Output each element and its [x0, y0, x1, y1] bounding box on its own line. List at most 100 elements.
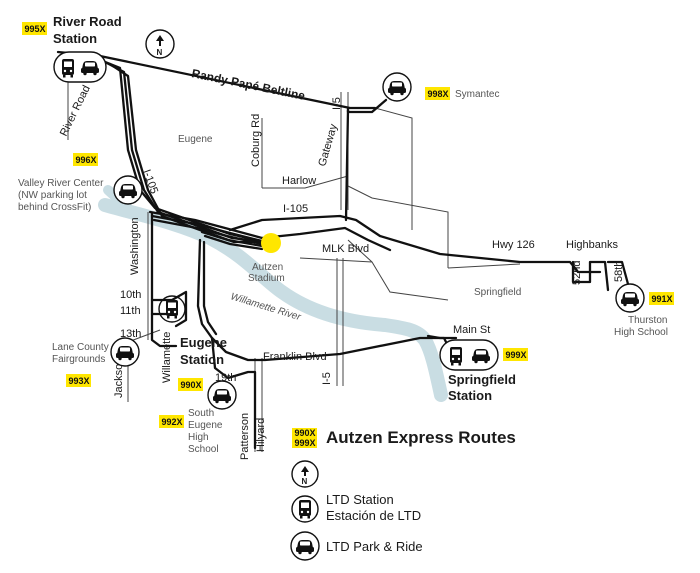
river-road-station-name-2: Station [53, 31, 97, 46]
label-hilyard: Hilyard [255, 418, 267, 452]
label-mlk: MLK Blvd [322, 243, 369, 255]
fairgrounds-label-2: Fairgrounds [52, 354, 105, 365]
street-highbanks-west [447, 263, 521, 269]
car-icon [114, 176, 142, 204]
car-icon [383, 73, 411, 101]
south-eugene-label-4: School [188, 444, 219, 455]
label-i105-west: I-105 [140, 168, 160, 196]
south-eugene-label-3: High [188, 432, 209, 443]
express-routes [56, 50, 630, 450]
legend-title: Autzen Express Routes [326, 428, 516, 447]
badge-991x [649, 292, 674, 305]
river-road-station-box [53, 51, 107, 83]
route-bundle-4 [200, 230, 264, 248]
legend-park-ride-icon [291, 532, 319, 560]
bus-icon [299, 500, 311, 519]
eugene-station-name-2: Station [180, 352, 224, 367]
symantec-label: Symantec [455, 89, 499, 100]
springfield-station-box [439, 339, 499, 371]
badge-992x [159, 415, 184, 428]
route-i5 [344, 108, 350, 222]
badge-999x-text: 999X [506, 350, 527, 360]
legend-station-label-1: LTD Station [326, 492, 394, 507]
route-mlk [260, 226, 392, 252]
label-springfield: Springfield [474, 287, 521, 298]
route-franklin [196, 238, 452, 362]
legend-badge [292, 428, 317, 448]
eugene-station-name-1: Eugene [180, 335, 227, 350]
river-road-station-name-1: River Road [53, 14, 122, 29]
autzen-stadium-marker[interactable] [261, 233, 281, 253]
valley-river-label-1: Valley River Center [18, 178, 104, 189]
legend-station-label-2: Estación de LTD [326, 508, 421, 523]
label-10th: 10th [120, 289, 141, 301]
legend-code-2: 999X [295, 438, 316, 448]
label-i5-north: I-5 [331, 97, 343, 110]
thurston-label-2: High School [614, 327, 668, 338]
bus-icon [450, 347, 462, 366]
route-10th [150, 290, 188, 328]
label-harlow: Harlow [282, 175, 316, 187]
badge-998x-text: 998X [428, 89, 449, 99]
route-washington [150, 212, 178, 348]
label-willamette: Willamette [161, 332, 173, 383]
stadium-label-line1: Autzen [252, 262, 283, 273]
eugene-station[interactable]: Eugene Station 990X [158, 295, 227, 391]
badge-996x [73, 153, 98, 166]
badge-990x [178, 378, 203, 391]
label-11th: 11th [120, 305, 141, 317]
legend-code-1: 990X [295, 428, 316, 438]
street-network [67, 80, 521, 452]
south-eugene-label-1: South [188, 408, 214, 419]
label-highbanks: Highbanks [566, 239, 618, 251]
car-icon [616, 284, 644, 312]
route-bundle-2 [150, 214, 264, 243]
symantec-park-ride[interactable]: 998X Symantec [383, 73, 499, 101]
north-arrow-icon: N [145, 29, 175, 59]
label-i5-south: I-5 [321, 372, 333, 385]
route-thurston [606, 260, 630, 286]
badge-999x [503, 348, 528, 361]
legend-station-icon [291, 495, 319, 523]
route-franklin-b [202, 240, 218, 336]
springfield-station-name-2: Station [448, 388, 492, 403]
label-52nd: 52nd [571, 261, 583, 285]
car-icon [111, 338, 139, 366]
route-main-st [426, 334, 458, 340]
label-hwy126: Hwy 126 [492, 239, 535, 251]
label-beltline: Randy Papé Beltline [190, 66, 306, 103]
badge-995x [22, 22, 47, 35]
valley-river-label-3: behind CrossFit) [18, 202, 91, 213]
fairgrounds-park-ride[interactable]: Lane County Fairgrounds 993X [52, 338, 139, 387]
valley-river-label-2: (NW parking lot [18, 190, 87, 201]
street-harlow-east [347, 185, 449, 268]
river-road-station[interactable]: 995X River Road Station [22, 14, 122, 83]
springfield-station-name-1: Springfield [448, 372, 516, 387]
bus-icon [62, 59, 74, 78]
badge-998x [425, 87, 450, 100]
route-symantec [346, 98, 388, 114]
label-jackson: Jackson [113, 358, 125, 398]
thurston-park-ride[interactable]: 991X Thurston High School [614, 284, 674, 338]
street-mlk-spur [299, 257, 373, 263]
bus-icon [166, 300, 178, 319]
badge-996x-text: 996X [76, 155, 97, 165]
route-bundle-3 [152, 218, 264, 246]
label-58th: 58th [613, 261, 625, 282]
street-springfield-grid [347, 239, 449, 301]
south-eugene-park-ride[interactable]: 992X South Eugene High School [159, 381, 236, 455]
route-i105-east [228, 214, 602, 274]
badge-992x-text: 992X [162, 417, 183, 427]
car-icon [208, 381, 236, 409]
route-19th [210, 336, 257, 450]
north-arrow-letter: N [157, 48, 163, 57]
valley-river-park-ride[interactable]: 996X Valley River Center (NW parking lot… [18, 153, 142, 213]
legend-north-letter: N [302, 477, 308, 486]
street-gateway [374, 107, 413, 230]
badge-990x-text: 990X [181, 380, 202, 390]
label-13th: 13th [120, 328, 141, 340]
label-gateway: Gateway [316, 122, 340, 168]
springfield-station[interactable]: 999X Springfield Station [439, 339, 528, 403]
legend: 990X 999X Autzen Express Routes N LTD St… [291, 428, 516, 560]
